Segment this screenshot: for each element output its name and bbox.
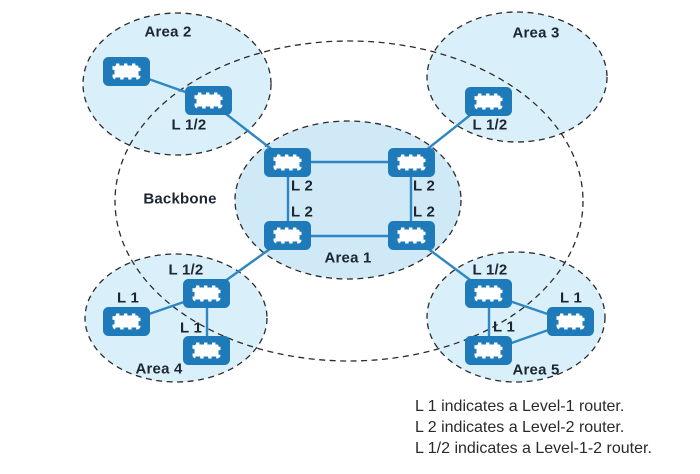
router-level-label: L 1/2 [168,261,204,279]
router-level-label: L 2 [290,203,314,221]
router-area4-l12 [183,279,230,308]
router-icon [103,57,150,86]
router-icon [103,307,150,336]
legend-line-l12: L 1/2 indicates a Level-1-2 router. [415,440,652,457]
router-area2-l12 [185,86,232,115]
area1-label: Area 1 [324,249,372,267]
router-area5-l1-right [547,307,594,336]
router-area4-l1-left [103,307,150,336]
router-area5-l12 [465,279,512,308]
router-icon [547,307,594,336]
area5-label: Area 5 [512,361,560,379]
router-area2-plain [103,57,150,86]
router-level-label: L 1/2 [472,261,508,279]
area2-label: Area 2 [144,23,192,41]
router-area1-bottom-right [388,221,435,250]
router-level-label: L 1/2 [472,116,508,134]
area3-label: Area 3 [512,24,560,42]
router-icon [264,221,311,250]
legend: L 1 indicates a Level-1 router. L 2 indi… [415,396,652,459]
router-icon [264,148,311,177]
backbone-label: Backbone [143,190,217,208]
router-icon [185,86,232,115]
router-level-label: L 1 [116,289,140,307]
router-icon [388,221,435,250]
router-area5-l1-bottom [465,336,512,365]
legend-line-l2: L 2 indicates a Level-2 router. [415,419,625,436]
router-level-label: L 2 [412,177,436,195]
router-level-label: L 1/2 [171,116,207,134]
router-icon [465,279,512,308]
router-level-label: L 1 [492,318,516,336]
router-icon [388,148,435,177]
router-area1-bottom-left [264,221,311,250]
router-area3-l12 [465,87,512,116]
legend-line-l1: L 1 indicates a Level-1 router. [415,398,625,415]
router-level-label: L 1 [179,319,203,337]
router-level-label: L 2 [412,203,436,221]
router-level-label: L 2 [290,177,314,195]
router-area4-l1-bottom [183,336,230,365]
router-icon [183,336,230,365]
router-icon [183,279,230,308]
router-icon [465,336,512,365]
area4-label: Area 4 [135,360,183,378]
backbone-ellipse [114,40,584,362]
area2-ellipse [82,12,272,156]
router-icon [465,87,512,116]
router-area1-top-left [264,148,311,177]
router-level-label: L 1 [559,289,583,307]
router-area1-top-right [388,148,435,177]
